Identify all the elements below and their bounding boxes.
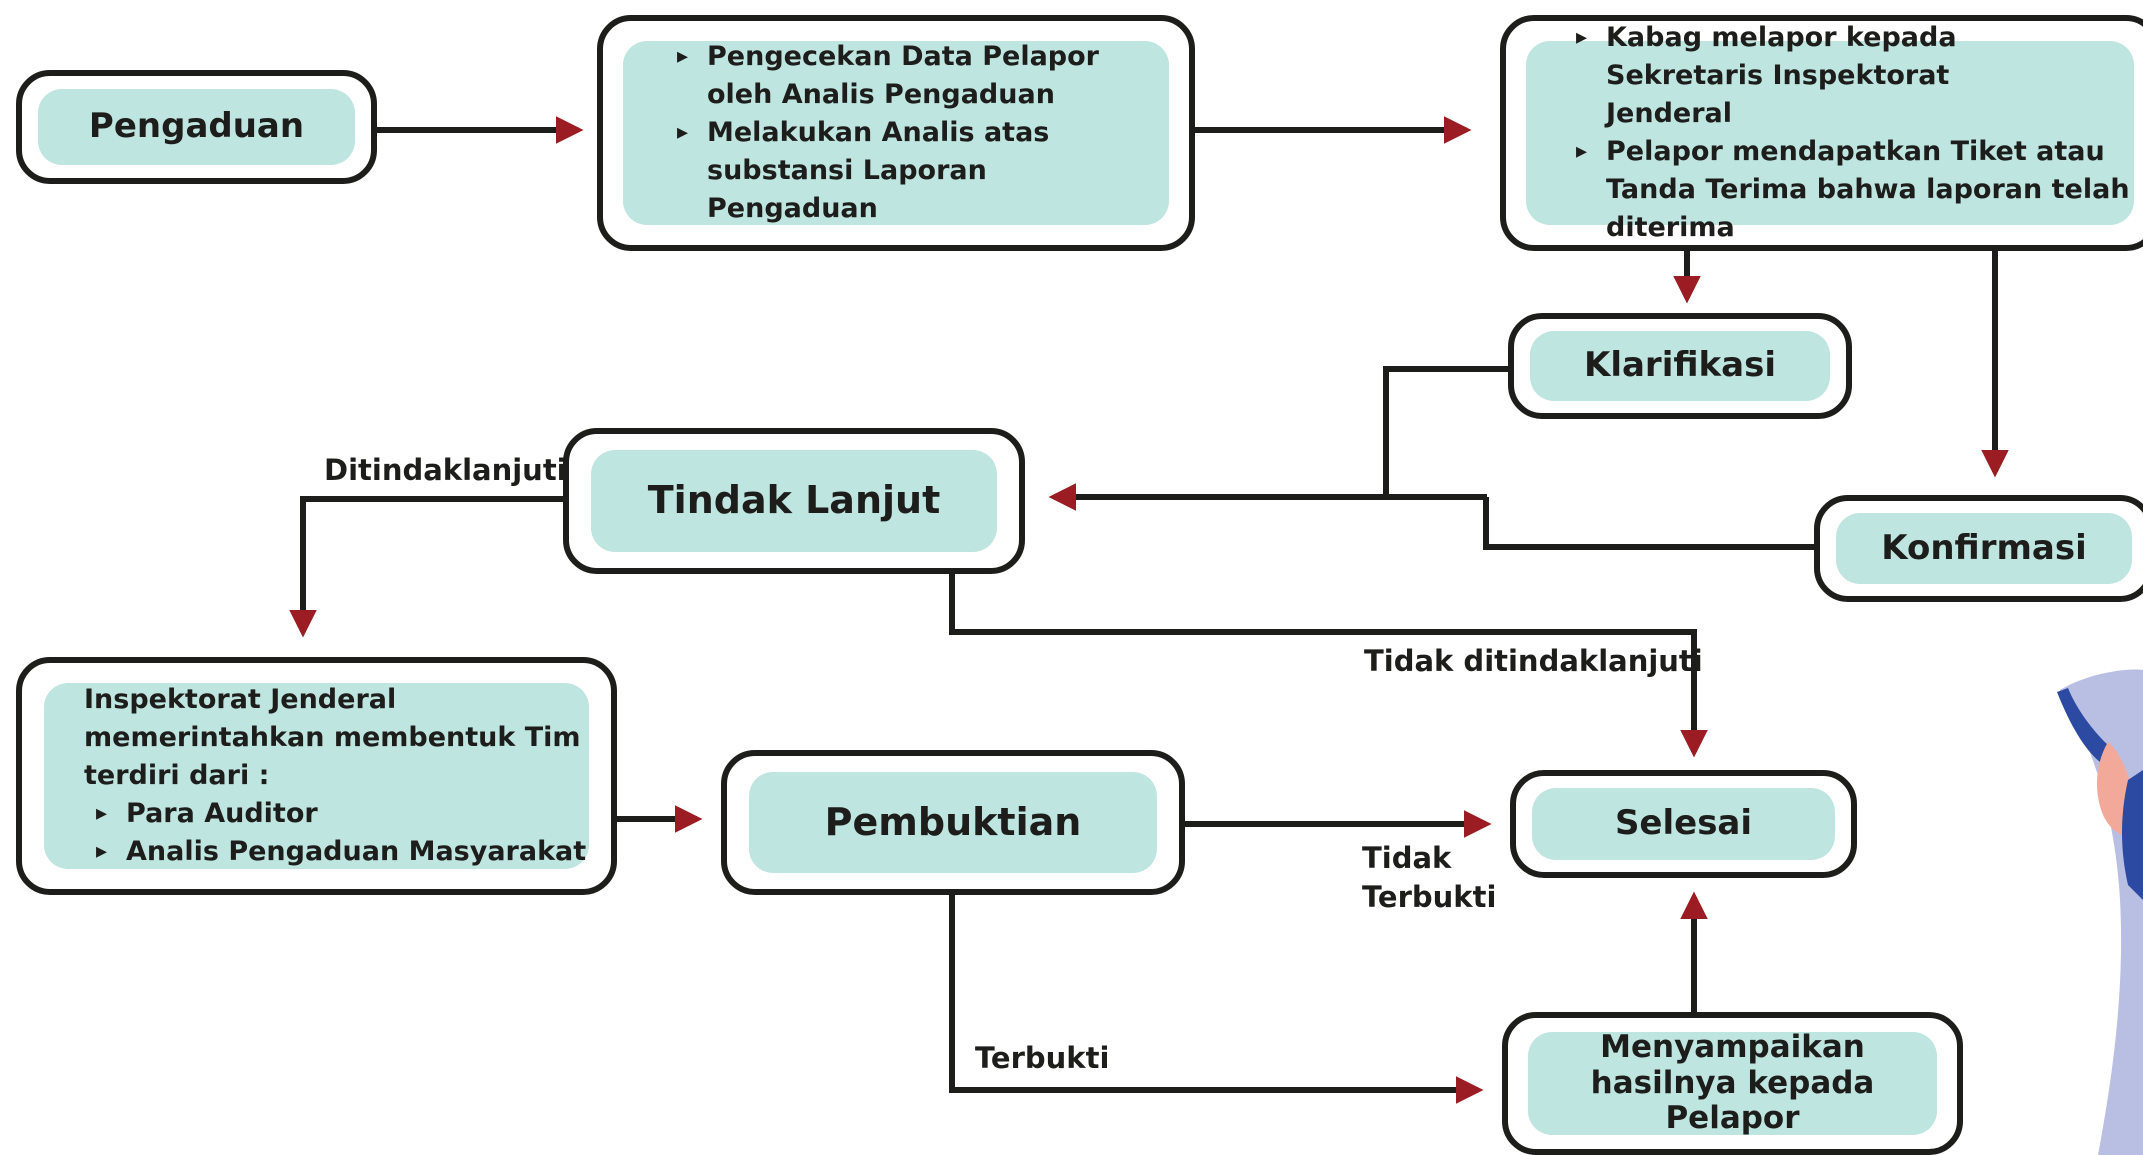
node-tindak-lanjut-label: Tindak Lanjut xyxy=(647,478,941,523)
node-pengaduan: Pengaduan xyxy=(16,70,377,184)
node-klarifikasi-label: Klarifikasi xyxy=(1583,345,1776,386)
arrow-ditindaklanjuti xyxy=(289,496,565,638)
node-konfirmasi-label: Konfirmasi xyxy=(1881,527,2087,568)
node-selesai-fill: Selesai xyxy=(1532,788,1835,860)
edge-label-tidak-ditindaklanjuti: Tidak ditindaklanjuti xyxy=(1364,644,1703,678)
node-tindak-lanjut-fill: Tindak Lanjut xyxy=(591,450,997,552)
edge-label-ditindaklanjuti: Ditindaklanjuti xyxy=(324,453,567,487)
node-selesai: Selesai xyxy=(1510,770,1857,878)
node-report-list: Kabag melapor kepada Sekretaris Inspekto… xyxy=(1576,19,2134,247)
node-menyampaikan: Menyampaikan hasilnya kepada Pelapor xyxy=(1502,1012,1963,1155)
node-pembuktian-label: Pembuktian xyxy=(824,799,1082,844)
node-konfirmasi: Konfirmasi xyxy=(1814,495,2143,602)
edge-label-tidak-terbukti: Tidak Terbukti xyxy=(1362,841,1497,914)
node-team-item: Analis Pengaduan Masyarakat xyxy=(96,833,589,871)
edge-label-terbukti: Terbukti xyxy=(975,1041,1110,1075)
node-team-item: Para Auditor xyxy=(96,795,589,833)
line-klarifikasi-to-junction xyxy=(1383,366,1510,497)
node-analysis-item: Melakukan Analis atas substansi Laporan … xyxy=(677,114,1147,228)
node-team: Inspektorat Jenderal memerintahkan membe… xyxy=(16,657,617,895)
node-selesai-label: Selesai xyxy=(1614,803,1753,844)
node-klarifikasi: Klarifikasi xyxy=(1508,313,1852,419)
node-konfirmasi-fill: Konfirmasi xyxy=(1836,513,2132,584)
node-report-item: Kabag melapor kepada Sekretaris Inspekto… xyxy=(1576,19,2026,133)
node-analysis-list: Pengecekan Data Pelapor oleh Analis Peng… xyxy=(677,38,1169,228)
node-team-intro: Inspektorat Jenderal memerintahkan membe… xyxy=(84,684,581,791)
arrow-tidak-ditindaklanjuti xyxy=(949,572,1708,758)
node-analysis-item: Pengecekan Data Pelapor oleh Analis Peng… xyxy=(677,38,1127,114)
node-menyampaikan-fill: Menyampaikan hasilnya kepada Pelapor xyxy=(1528,1029,1937,1137)
node-report-item: Pelapor mendapatkan Tiket atau Tanda Ter… xyxy=(1576,133,2143,247)
node-team-fill: Inspektorat Jenderal memerintahkan membe… xyxy=(44,683,589,871)
node-tindak-lanjut: Tindak Lanjut xyxy=(563,428,1025,574)
node-report-fill: Kabag melapor kepada Sekretaris Inspekto… xyxy=(1526,19,2134,243)
node-report: Kabag melapor kepada Sekretaris Inspekto… xyxy=(1500,15,2143,251)
node-pengaduan-fill: Pengaduan xyxy=(38,89,355,165)
node-analysis: Pengecekan Data Pelapor oleh Analis Peng… xyxy=(597,15,1195,251)
node-team-list: Para Auditor Analis Pengaduan Masyarakat xyxy=(96,795,589,871)
node-analysis-fill: Pengecekan Data Pelapor oleh Analis Peng… xyxy=(623,38,1169,228)
line-konfirmasi-to-junction xyxy=(1483,497,1816,550)
node-menyampaikan-label: Menyampaikan hasilnya kepada Pelapor xyxy=(1590,1029,1875,1137)
arrow-terbukti xyxy=(949,895,1484,1104)
node-klarifikasi-fill: Klarifikasi xyxy=(1530,331,1830,401)
node-pengaduan-label: Pengaduan xyxy=(88,106,305,147)
node-pembuktian: Pembuktian xyxy=(721,750,1185,895)
node-pembuktian-fill: Pembuktian xyxy=(749,772,1157,873)
